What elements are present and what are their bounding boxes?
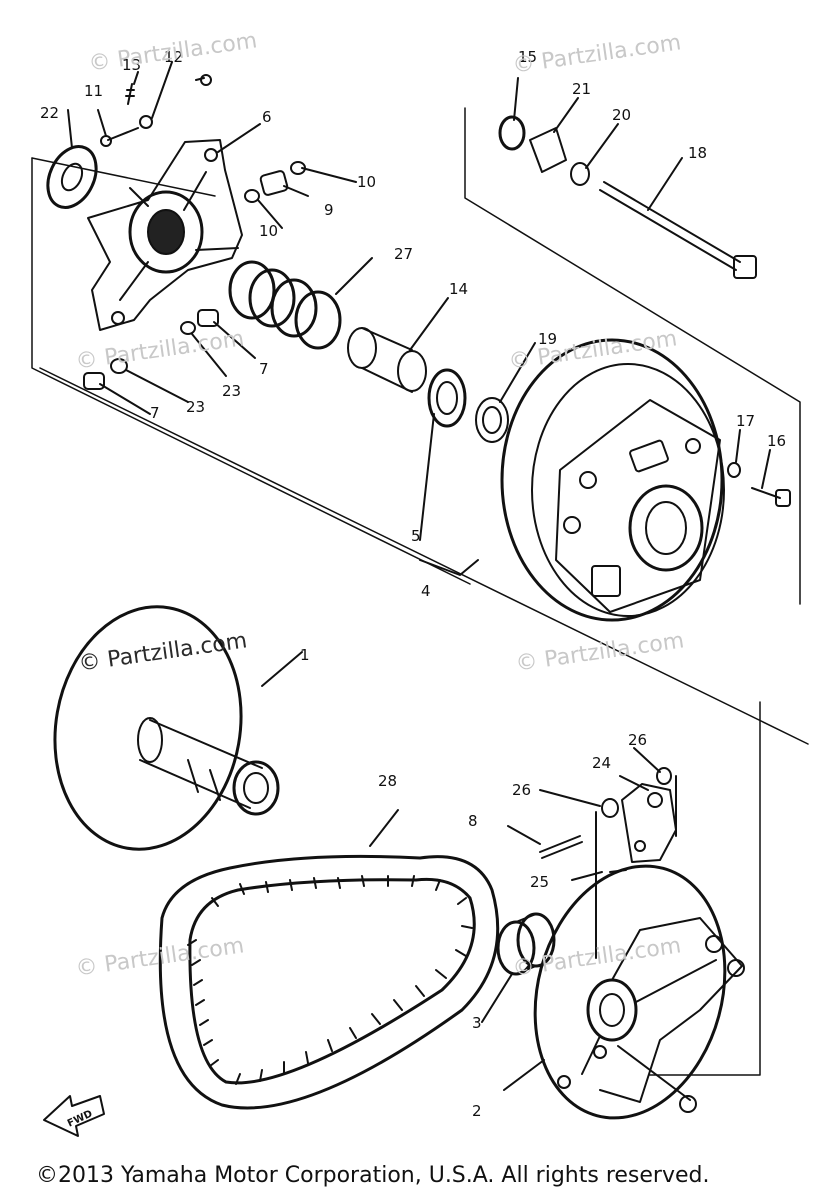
callout-label: 3 [472,1014,482,1032]
drive-belt [158,854,500,1110]
callout-label: 7 [259,360,269,378]
callout-label: 25 [530,873,549,891]
callout-label: 24 [592,754,611,772]
callout-label: 11 [84,82,103,100]
callout-label: 26 [628,731,647,749]
callout-label: 4 [421,582,431,600]
callout-label: 13 [122,56,141,74]
callout-label: 16 [767,432,786,450]
callout-label: 21 [572,80,591,98]
callout-label: 26 [512,781,531,799]
spring [228,260,342,350]
callout-label: 20 [612,106,631,124]
fwd-label: FWD [66,1109,94,1130]
callout-label: 18 [688,144,707,162]
exploded-view-drawing: 1 2 3 4 5 6 7 7 8 9 10 10 11 12 13 14 15… [31,48,809,1137]
callout-label: 5 [411,527,421,545]
callout-label: 2 [472,1102,482,1120]
callout-label: 27 [394,245,413,263]
callout-label: 23 [186,398,205,416]
primary-spider [87,139,243,331]
secondary-sheave [533,864,745,1120]
callout-label: 12 [164,48,183,66]
callout-label: 22 [40,104,59,122]
callout-label: 14 [449,280,468,298]
callout-labels: 1 2 3 4 5 6 7 7 8 9 10 10 11 12 13 14 15… [40,48,786,1130]
callout-label: 8 [468,812,478,830]
fwd-arrow-icon [43,1095,105,1137]
callout-label: 28 [378,772,397,790]
callout-label: 6 [262,108,272,126]
callout-label: 10 [259,222,278,240]
copyright-notice: ©2013 Yamaha Motor Corporation, U.S.A. A… [36,1163,710,1188]
callout-label: 10 [357,173,376,191]
callout-label: 17 [736,412,755,430]
callout-label: 9 [324,201,334,219]
callout-label: 19 [538,330,557,348]
callout-label: 7 [150,404,160,422]
movable-sheave [53,605,280,851]
callout-label: 23 [222,382,241,400]
callout-label: 1 [300,646,310,664]
primary-cover [500,338,725,622]
callout-label: 15 [518,48,537,66]
